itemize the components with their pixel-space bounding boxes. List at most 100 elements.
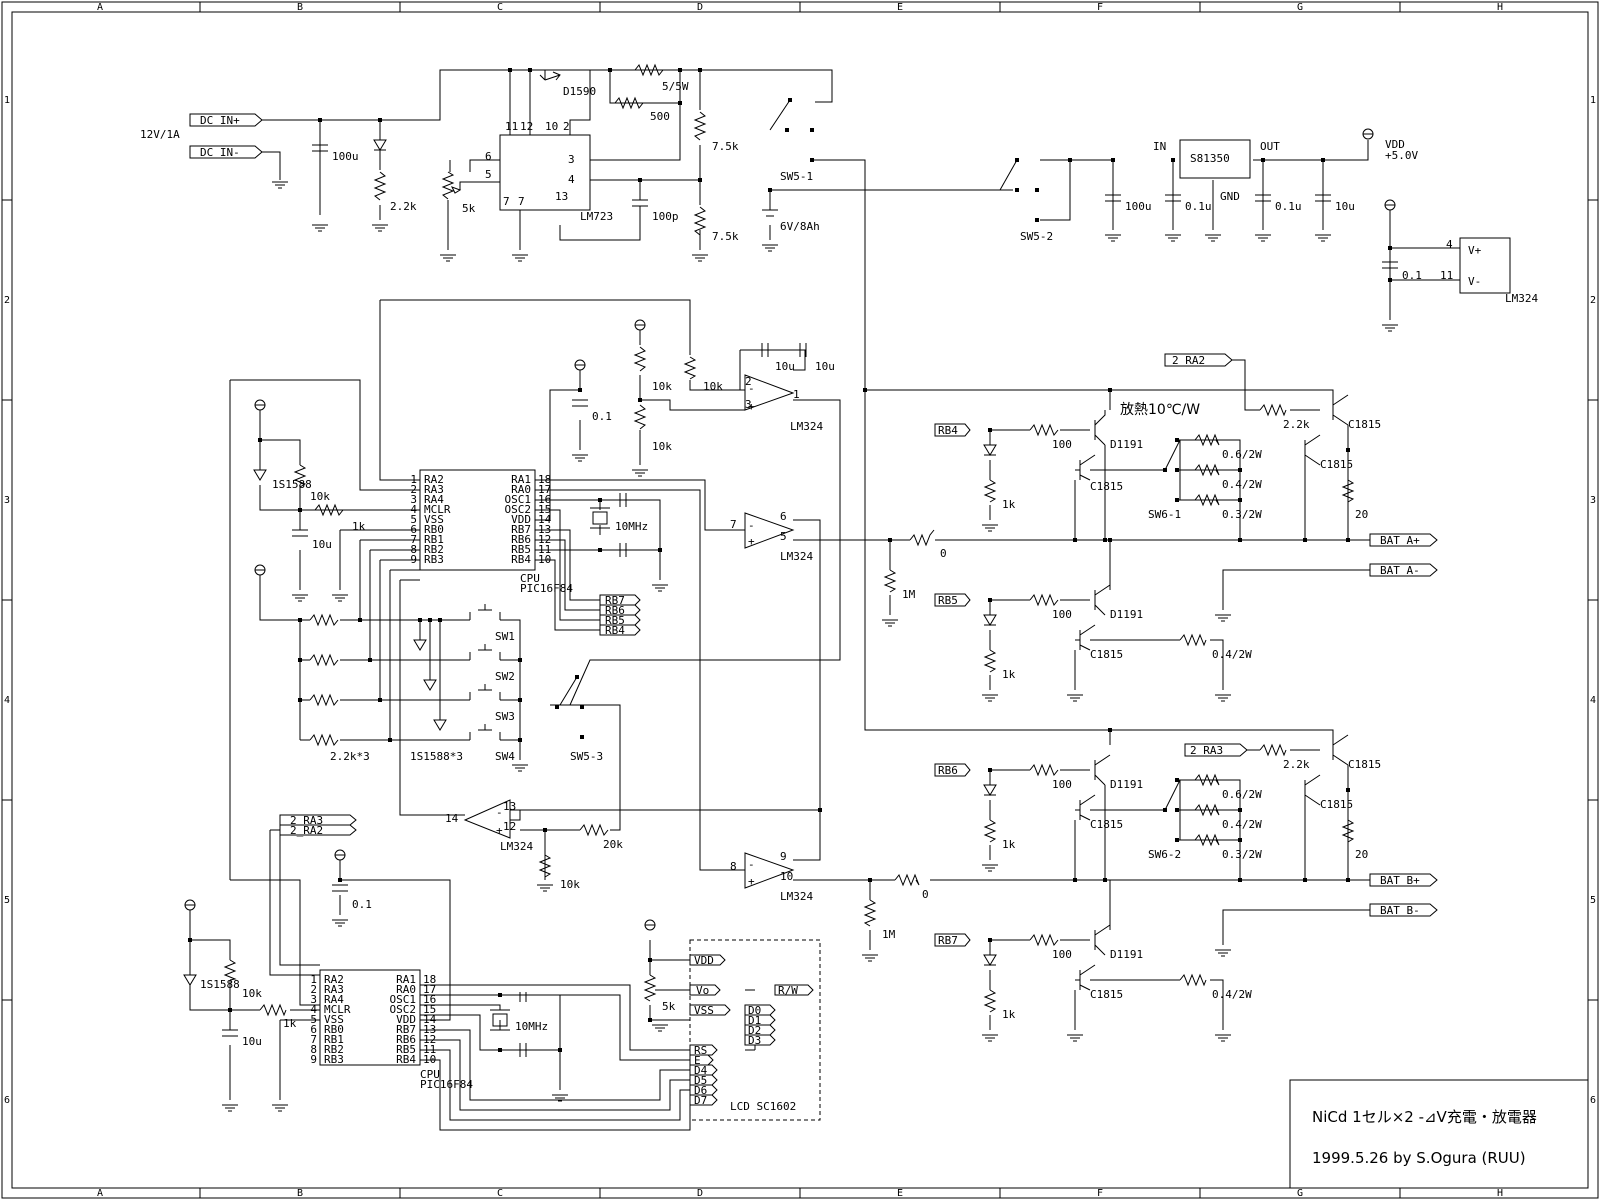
label-q-c1815-a: C1815	[1090, 480, 1123, 493]
label-r-2k2-b: 2.2k	[1283, 418, 1310, 431]
label-r-1m-b: 1M	[882, 928, 896, 941]
label-d-1s1588x3: 1S1588*3	[410, 750, 463, 763]
port-bat-a-minus: BAT A-	[1380, 564, 1420, 577]
pic-pin-name: RB1	[424, 533, 444, 546]
pic-pin-number: 8	[410, 543, 417, 556]
pic-pin-name: OSC1	[505, 493, 532, 506]
ground-symbols	[222, 181, 1398, 1112]
label-q-c1815-e: C1815	[1090, 818, 1123, 831]
transistors	[539, 71, 1349, 991]
label-sw5-3: SW5-3	[570, 750, 603, 763]
pic-pin-number: 10	[423, 1053, 436, 1066]
label-r-1k-f: 1k	[283, 1017, 297, 1030]
label-pot-500: 500	[650, 110, 670, 123]
pic-pin-name: RB2	[324, 1043, 344, 1056]
port-rb5-o: RB5	[605, 614, 625, 627]
port-ra3-a: 2_RA3	[1190, 744, 1223, 757]
pic-pin-name: RB0	[424, 523, 444, 536]
port-ra2-a: 2_RA2	[1172, 354, 1205, 367]
port-lcd-rw: R/W	[778, 984, 798, 997]
label-q-c1815-d: C1815	[1090, 648, 1123, 661]
svg-text:-: -	[496, 806, 503, 819]
pic-pin-number: 6	[410, 523, 417, 536]
svg-text:12: 12	[503, 820, 516, 833]
input-spec: 12V/1A	[140, 128, 180, 141]
label-sw2: SW2	[495, 670, 515, 683]
label-lm324-c: LM324	[780, 890, 813, 903]
pic-pin-name: VDD	[396, 1013, 416, 1026]
pic-pin-number: 1	[410, 473, 417, 486]
pic-pin-name: RB7	[511, 523, 531, 536]
row-label: 1	[1590, 95, 1596, 106]
svg-text:1: 1	[793, 388, 800, 401]
svg-text:2: 2	[563, 120, 570, 133]
label-c-0u1-a: 0.1u	[1185, 200, 1212, 213]
label-r-20-b: 20	[1355, 848, 1368, 861]
label-r-20-a: 20	[1355, 508, 1368, 521]
label-r-2k2-a: 2.2k	[390, 200, 417, 213]
label-lm324-d: LM324	[500, 840, 533, 853]
pic-pin-number: 2	[310, 983, 317, 996]
svg-text:7: 7	[518, 195, 525, 208]
pic-pin-number: 14	[538, 513, 552, 526]
col-label: E	[897, 1188, 903, 1199]
label-r-1k-b: 1k	[1002, 498, 1016, 511]
label-sw6-2: SW6-2	[1148, 848, 1181, 861]
label-c-10u-a: 10u	[1335, 200, 1355, 213]
label-sw1: SW1	[495, 630, 515, 643]
vdd-symbols	[184, 128, 1396, 931]
port-lcd-vss: VSS	[694, 1004, 714, 1017]
col-label: H	[1497, 2, 1503, 13]
svg-text:4: 4	[568, 173, 575, 186]
label-pin-11: 11	[1440, 269, 1453, 282]
pic-pin-number: 15	[538, 503, 551, 516]
label-ic-s81350: S81350	[1190, 152, 1230, 165]
svg-text:13: 13	[555, 190, 568, 203]
label-q-c1815-b: C1815	[1348, 418, 1381, 431]
label-pot-5k-b: 5k	[662, 1000, 676, 1013]
pic-pin-number: 18	[423, 973, 436, 986]
pic-pin-name: RB4	[396, 1053, 416, 1066]
label-c-0u1-b: 0.1u	[1275, 200, 1302, 213]
label-r-1k-a: 1k	[352, 520, 366, 533]
port-lcd-rs: RS	[694, 1044, 707, 1057]
pic-pin-number: 4	[410, 503, 417, 516]
svg-text:12: 12	[520, 120, 533, 133]
svg-text:8: 8	[730, 860, 737, 873]
pic-pin-name: RB0	[324, 1023, 344, 1036]
label-r-1k-c: 1k	[1002, 668, 1016, 681]
svg-text:6: 6	[780, 510, 787, 523]
row-label: 1	[4, 95, 10, 106]
pic-pin-name: RB6	[511, 533, 531, 546]
port-lcd-d0: D0	[748, 1004, 761, 1017]
pic-pin-number: 9	[410, 553, 417, 566]
port-lcd-e: E	[694, 1054, 701, 1067]
svg-text:-: -	[748, 858, 755, 871]
port-lcd-d3: D3	[748, 1034, 761, 1047]
pic-pin-name: VSS	[424, 513, 444, 526]
label-reg-out: OUT	[1260, 140, 1280, 153]
pic-pin-number: 1	[310, 973, 317, 986]
svg-text:3: 3	[745, 398, 752, 411]
label-c-100u-b: 100u	[1125, 200, 1152, 213]
port-rb4-o: RB4	[605, 624, 625, 637]
svg-text:13: 13	[503, 800, 516, 813]
pic-pin-number: 7	[410, 533, 417, 546]
label-r-0r4-c: 0.4/2W	[1222, 818, 1262, 831]
label-lm324-vp: V+	[1468, 244, 1482, 257]
port-rb7-o: RB7	[605, 594, 625, 607]
pic-b-pins: RA21RA32RA43MCLR4VSS5RB06RB17RB28RB39RA1…	[310, 973, 436, 1066]
port-rb7-a: RB7	[938, 934, 958, 947]
port-rb5-a: RB5	[938, 594, 958, 607]
col-label: B	[297, 2, 303, 13]
port-lcd-d5: D5	[694, 1074, 707, 1087]
pic-pin-name: VDD	[511, 513, 531, 526]
port-lcd-d1: D1	[748, 1014, 761, 1027]
label-c-10u-b: 10u	[775, 360, 795, 373]
label-r-1k-d: 1k	[1002, 838, 1016, 851]
label-r-0r4-b: 0.4/2W	[1212, 648, 1252, 661]
port-dc-in-minus: DC IN-	[200, 146, 240, 159]
svg-text:2: 2	[745, 375, 752, 388]
port-lcd-vdd: VDD	[694, 954, 714, 967]
